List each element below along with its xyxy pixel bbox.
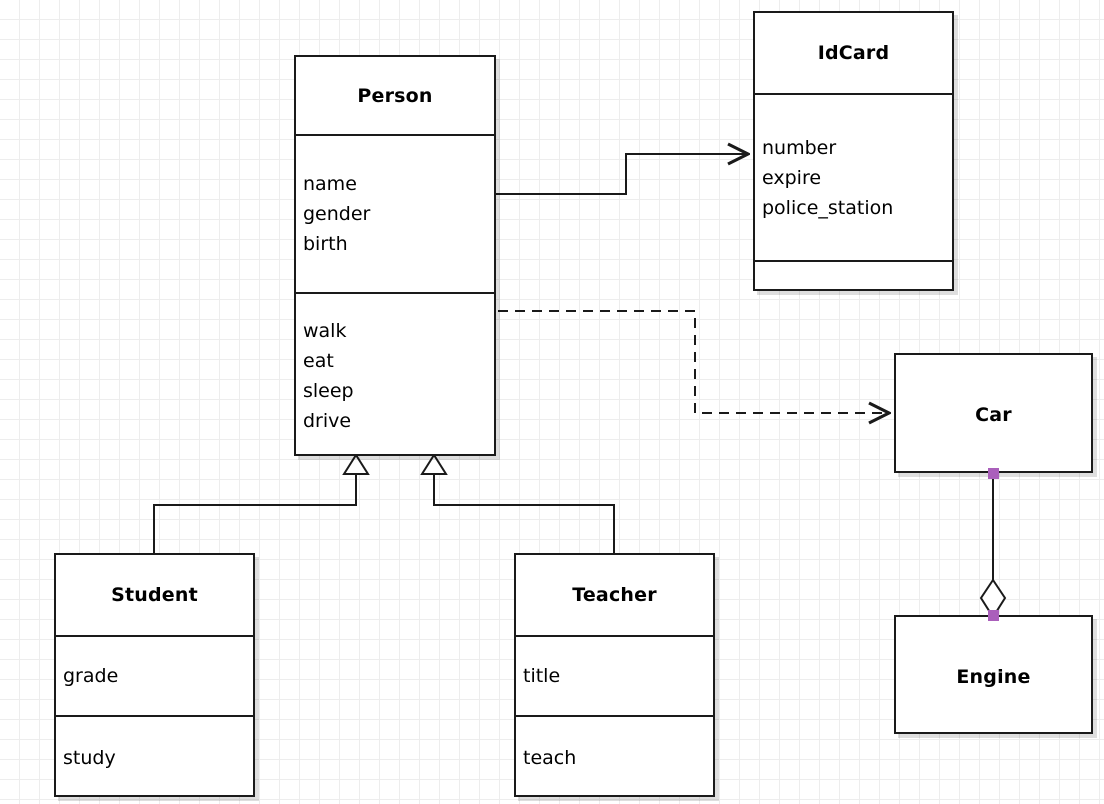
class-box-car[interactable]: Car [894, 353, 1093, 473]
class-operations-teacher: teach [516, 715, 713, 799]
attribute-item: number [762, 136, 837, 159]
edge-person-to-car[interactable] [498, 310, 889, 413]
class-attributes-student: grade [56, 635, 253, 715]
class-operations-idcard [755, 260, 952, 293]
edge-person-to-idcard[interactable] [496, 154, 748, 195]
operation-item: study [63, 747, 116, 769]
edge-car-to-engine[interactable] [979, 473, 1007, 619]
class-box-teacher[interactable]: Teacher title teach [514, 553, 715, 797]
attribute-item: title [523, 665, 561, 687]
attribute-item: grade [63, 665, 119, 687]
class-title-idcard: IdCard [817, 42, 890, 64]
class-operations-person: walk eat sleep drive [296, 292, 494, 458]
class-title-teacher: Teacher [572, 584, 657, 606]
class-attributes-teacher: title [516, 635, 713, 715]
class-operations-student: study [56, 715, 253, 799]
class-box-person[interactable]: Person name gender birth walk eat sleep … [294, 55, 496, 456]
class-box-student[interactable]: Student grade study [54, 553, 255, 797]
operation-item: eat [303, 350, 334, 372]
class-title-engine: Engine [956, 665, 1031, 688]
operation-item: drive [303, 410, 352, 432]
edge-student-to-person[interactable] [153, 453, 370, 553]
selection-handle-aggregation-target[interactable] [988, 610, 999, 621]
attribute-item: expire [762, 166, 822, 189]
class-box-idcard[interactable]: IdCard number expire police_station [753, 11, 954, 291]
edge-teacher-to-person[interactable] [420, 453, 615, 553]
class-title-person: Person [357, 84, 433, 107]
selection-handle-aggregation-source[interactable] [988, 468, 999, 479]
operation-item: sleep [303, 380, 354, 402]
class-attributes-person: name gender birth [296, 134, 494, 292]
operation-item: walk [303, 320, 347, 342]
operation-item: teach [523, 747, 577, 769]
attribute-item: birth [303, 233, 348, 255]
attribute-item: name [303, 173, 357, 195]
attribute-item: police_station [762, 196, 894, 219]
class-attributes-idcard: number expire police_station [755, 93, 952, 260]
class-box-engine[interactable]: Engine [894, 615, 1093, 734]
class-title-student: Student [111, 584, 198, 606]
attribute-item: gender [303, 203, 371, 225]
class-title-car: Car [975, 404, 1012, 426]
